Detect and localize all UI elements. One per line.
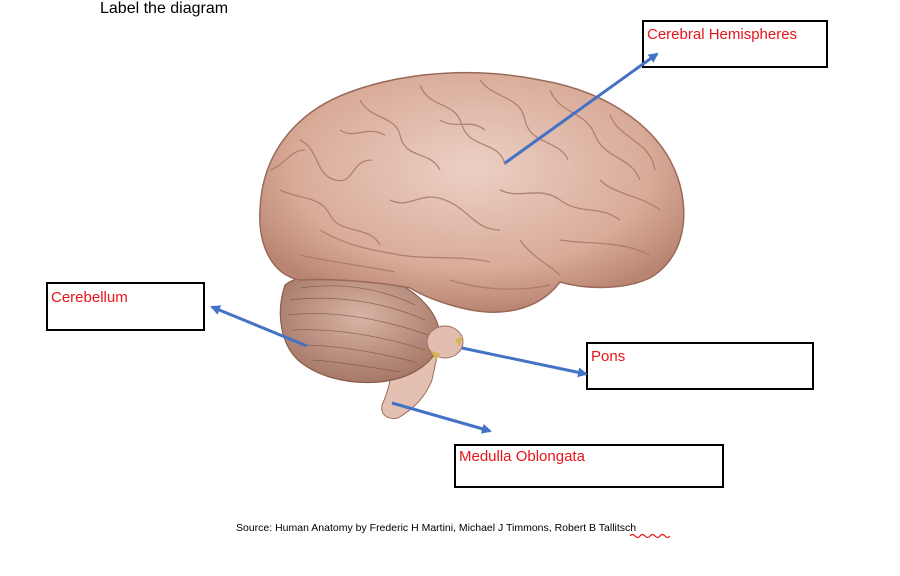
cerebral-hemispheres-label: Cerebral Hemispheres (647, 26, 798, 43)
cerebral-hemispheres-box (642, 20, 828, 68)
medulla-oblongata-label: Medulla Oblongata (459, 448, 585, 465)
arrow-medulla-oblongata (391, 401, 492, 434)
cerebrum-shape (259, 72, 685, 313)
arrow-pons (461, 346, 588, 378)
spellcheck-squiggle (630, 533, 670, 539)
pons-label: Pons (591, 348, 626, 365)
source-citation: Source: Human Anatomy by Frederic H Mart… (236, 522, 637, 534)
cerebellum-label: Cerebellum (51, 289, 128, 306)
pons-shape (426, 325, 464, 359)
arrow-cerebellum (210, 305, 308, 348)
cerebellum-box (46, 282, 205, 331)
arrow-cerebral-hemispheres (504, 52, 659, 165)
pons-box (586, 342, 814, 390)
medulla-oblongata-box (454, 444, 724, 488)
instruction-text: Label the diagram (100, 0, 229, 17)
